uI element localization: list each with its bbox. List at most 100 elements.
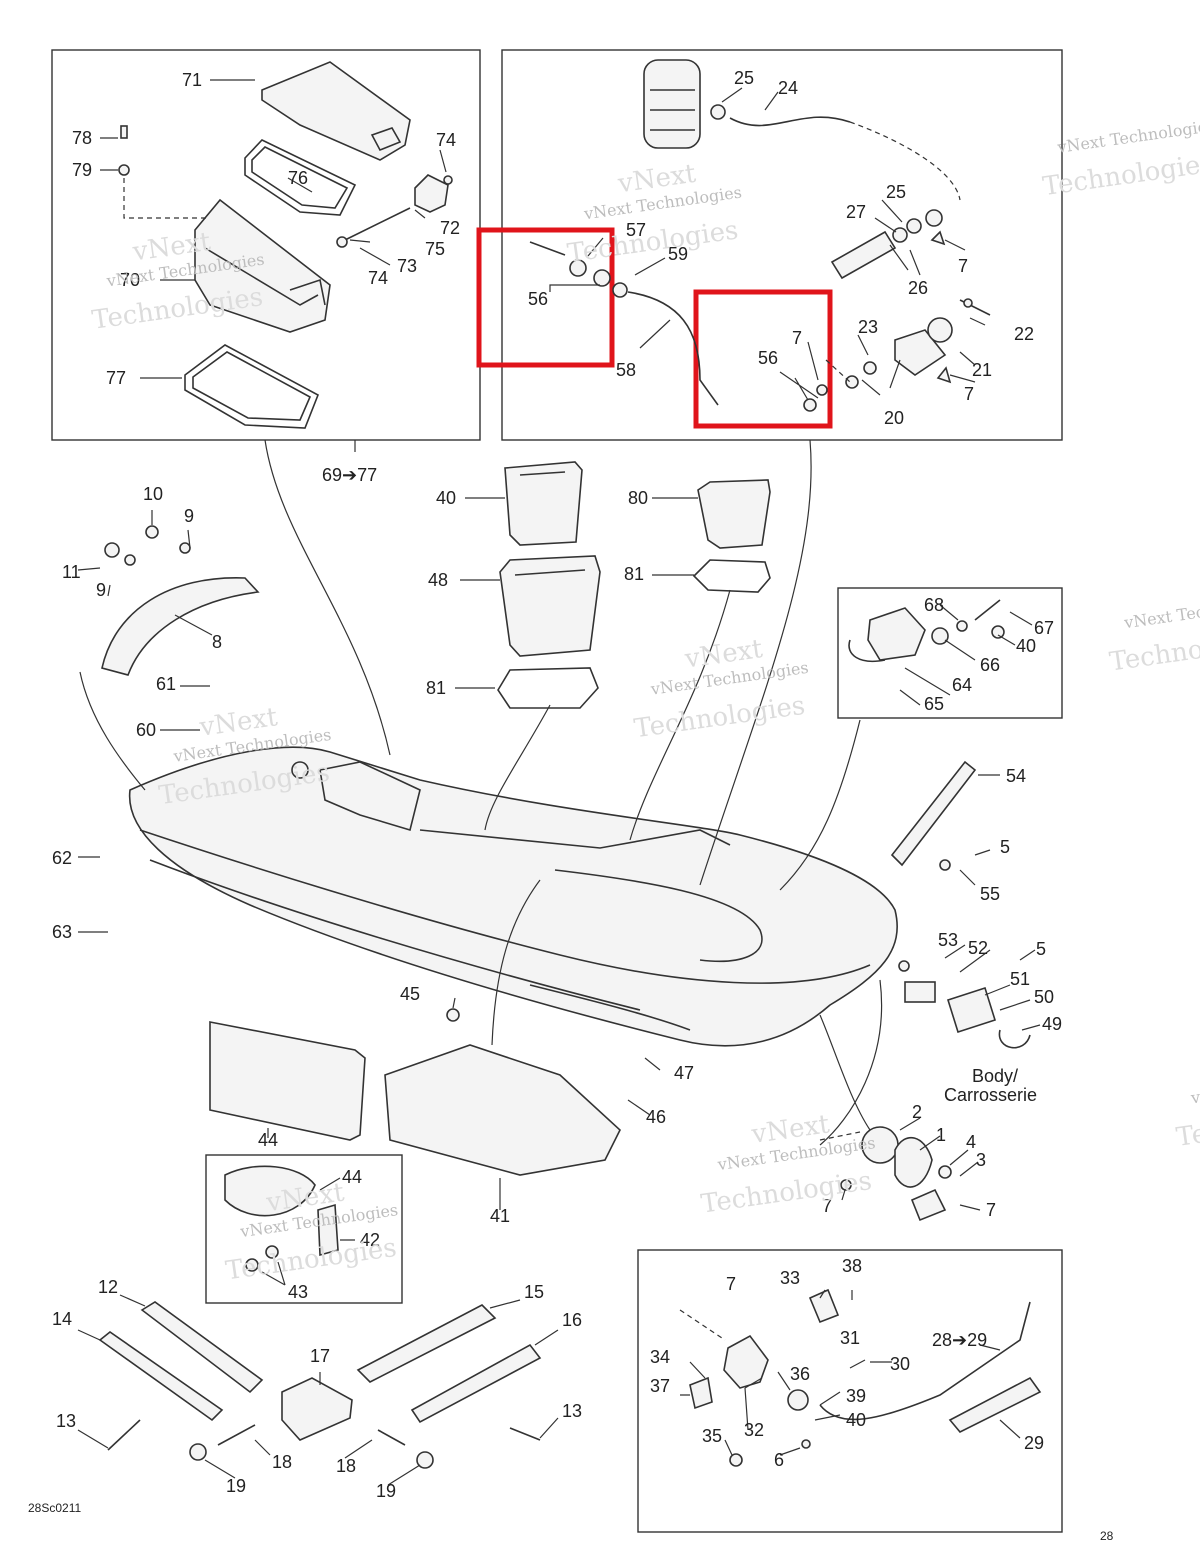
label-41: 41 — [490, 1206, 510, 1226]
watermark-3: vNext Technologies — [1055, 116, 1200, 157]
watermark-3b: Technologies — [1041, 149, 1200, 203]
watermark-2b: Technologies — [566, 215, 741, 269]
handle-inset-parts — [679, 1288, 1042, 1467]
label-46: 46 — [646, 1107, 666, 1127]
cup-holder-78 — [697, 479, 771, 549]
label-9-bottom: 9 — [96, 580, 106, 600]
label-19-left: 19 — [226, 1476, 246, 1496]
label-7-f: 7 — [726, 1274, 736, 1294]
label-36: 36 — [790, 1364, 810, 1384]
label-52: 52 — [968, 938, 988, 958]
label-44: 44 — [258, 1130, 278, 1150]
ring-81-left — [497, 667, 599, 709]
label-26: 26 — [908, 278, 928, 298]
pad-41 — [384, 1008, 621, 1176]
bilge-hose-lower — [529, 241, 851, 412]
label-25-top: 25 — [734, 68, 754, 88]
label-11: 11 — [62, 562, 81, 582]
inset-box-drain-plug — [837, 587, 1063, 719]
label-81-left: 81 — [426, 678, 446, 698]
label-78: 80 — [628, 488, 648, 508]
label-81-right: 81 — [624, 564, 644, 584]
label-16: 16 — [562, 1310, 582, 1330]
label-40-handle: 40 — [846, 1410, 866, 1430]
label-range-28-29: 28➔29 — [932, 1330, 987, 1350]
label-62: 62 — [52, 848, 72, 868]
part-labels: 71 78 79 76 74 72 75 73 74 70 77 69➔77 2… — [28, 68, 1062, 1515]
label-56-left: 56 — [528, 289, 548, 309]
label-30: 30 — [890, 1354, 910, 1374]
label-61: 61 — [156, 674, 176, 694]
label-63: 63 — [52, 922, 72, 942]
label-73: 73 — [397, 256, 417, 276]
bracket-54 — [890, 760, 977, 871]
label-64: 64 — [952, 675, 972, 695]
label-40-inset: 40 — [1016, 636, 1036, 656]
label-21: 21 — [972, 360, 992, 380]
label-7-a: 7 — [958, 256, 968, 276]
cup-holder-48 — [499, 555, 601, 657]
label-leaders — [77, 79, 1041, 1486]
label-58: 58 — [616, 360, 636, 380]
label-80: 79 — [72, 160, 92, 180]
label-33: 33 — [780, 1268, 800, 1288]
label-25-right: 25 — [886, 182, 906, 202]
hull-body — [128, 746, 898, 1047]
label-2: 2 — [912, 1102, 922, 1122]
label-7-e: 7 — [986, 1200, 996, 1220]
watermark-8b: Technologies — [699, 1166, 874, 1220]
hull-leader-lines — [79, 439, 882, 1146]
label-45: 45 — [400, 984, 420, 1004]
body-label-line2: Carrosserie — [944, 1085, 1037, 1105]
label-6: 6 — [774, 1450, 784, 1470]
label-37: 37 — [650, 1376, 670, 1396]
label-56-right: 56 — [758, 348, 778, 368]
label-15: 15 — [524, 1282, 544, 1302]
bilge-hose-upper — [710, 104, 961, 201]
label-68: 68 — [924, 595, 944, 615]
label-14: 14 — [52, 1309, 72, 1329]
label-66: 66 — [980, 655, 1000, 675]
inset-box-bilge — [501, 49, 1063, 441]
label-7-b: 7 — [964, 384, 974, 404]
label-49: 49 — [1042, 1014, 1062, 1034]
label-12: 12 — [98, 1277, 118, 1297]
label-57: 57 — [626, 220, 646, 240]
label-55: 55 — [980, 884, 1000, 904]
label-74-top: 74 — [436, 130, 456, 150]
label-10: 10 — [143, 484, 163, 504]
drain-plug-parts — [848, 599, 1005, 662]
bilge-fittings-right — [830, 209, 991, 389]
label-32: 32 — [744, 1420, 764, 1440]
label-72: 72 — [440, 218, 460, 238]
label-35: 35 — [702, 1426, 722, 1446]
label-31: 31 — [840, 1328, 860, 1348]
side-pad-44 — [209, 1021, 366, 1141]
label-77: 77 — [106, 368, 126, 388]
label-44-inset: 44 — [342, 1167, 362, 1187]
ring-81-right — [692, 559, 771, 593]
label-60: 60 — [136, 720, 156, 740]
drawing-code: 28Sc0211 — [28, 1501, 81, 1515]
storage-gasket — [244, 139, 357, 216]
label-71: 71 — [182, 70, 202, 90]
label-extra-28: 28 — [1100, 1529, 1114, 1543]
label-29: 29 — [1024, 1433, 1044, 1453]
label-51: 51 — [1010, 969, 1030, 989]
label-20: 20 — [884, 408, 904, 428]
bracket-42 — [224, 1165, 339, 1272]
label-13-right: 13 — [562, 1401, 582, 1421]
label-1: 1 — [936, 1125, 946, 1145]
bilge-pump — [643, 59, 701, 149]
label-70: 70 — [120, 270, 140, 290]
label-13-left: 13 — [56, 1411, 76, 1431]
storage-bin — [194, 198, 331, 333]
label-23: 23 — [858, 317, 878, 337]
label-74-bottom: 74 — [368, 268, 388, 288]
label-54: 54 — [1006, 766, 1026, 786]
label-7-d: 7 — [822, 1196, 832, 1216]
body-label-line1: Body/ — [972, 1066, 1018, 1086]
label-39: 39 — [846, 1386, 866, 1406]
label-59: 59 — [668, 244, 688, 264]
